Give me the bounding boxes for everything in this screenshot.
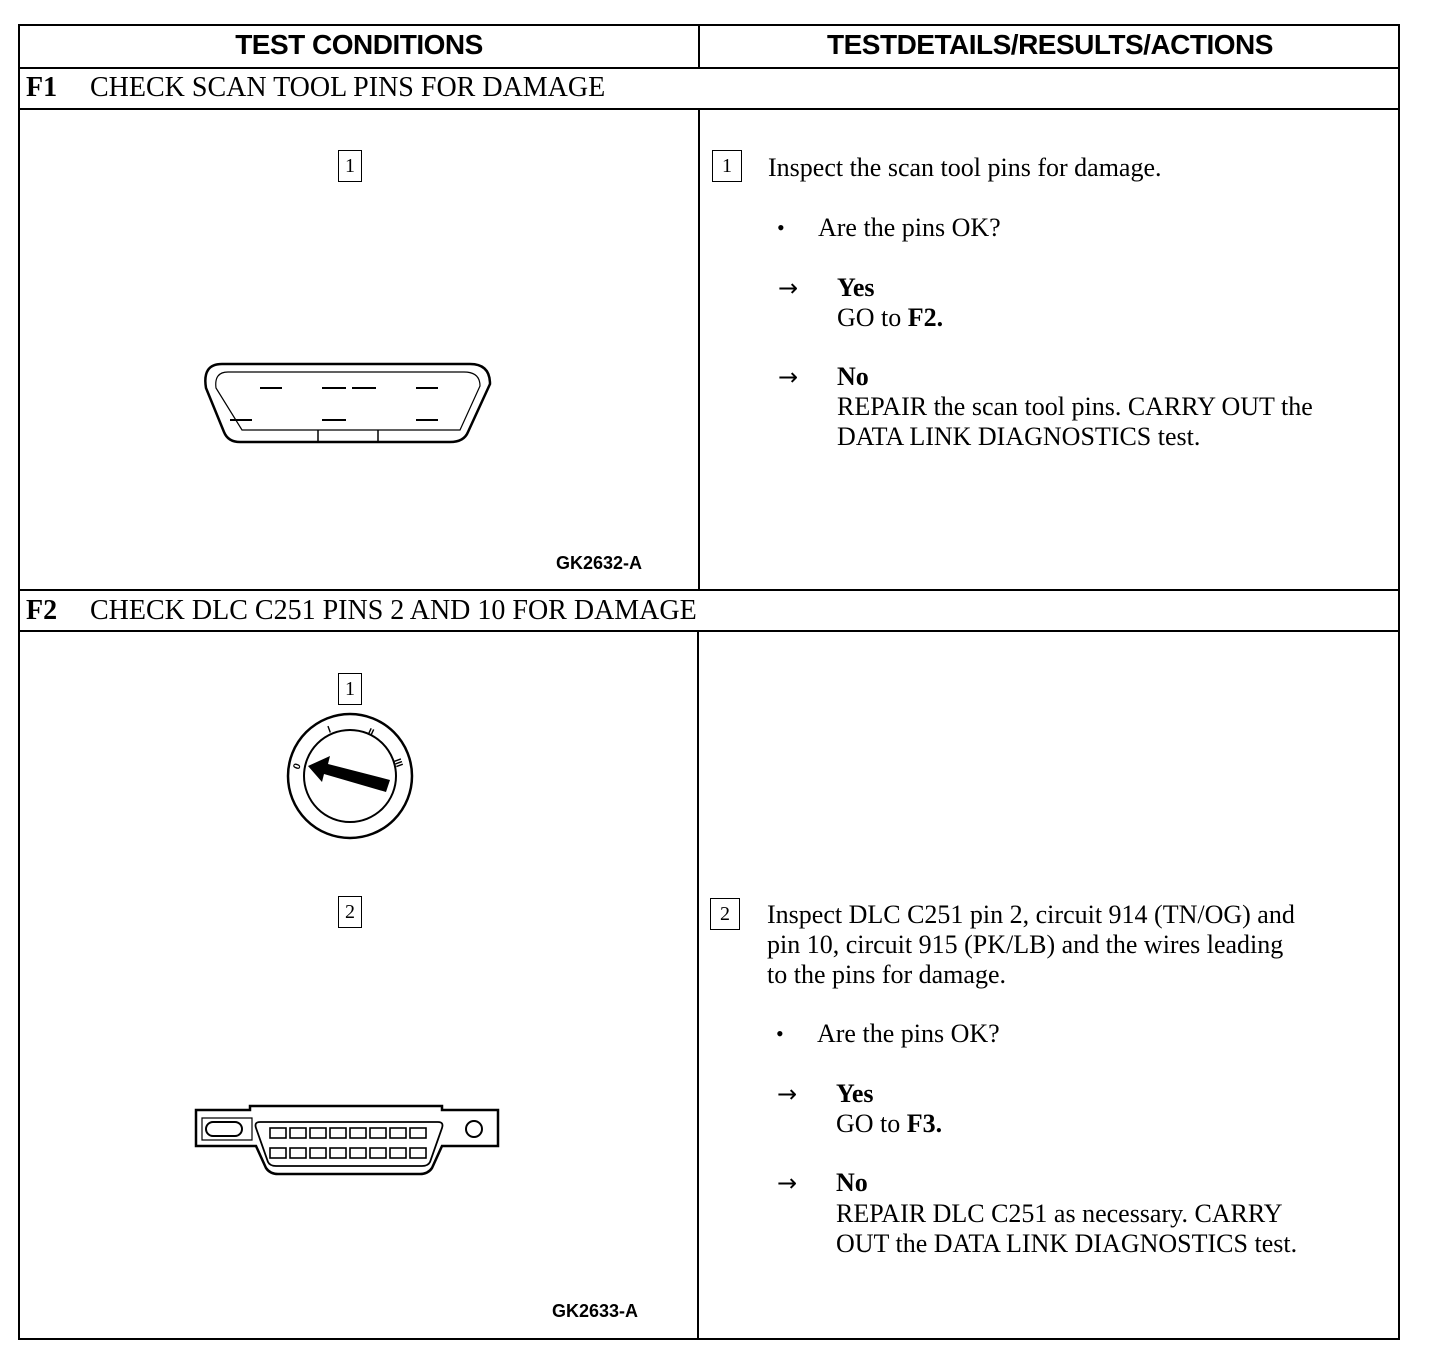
f2-figure-step-1-box: 1 bbox=[338, 673, 362, 705]
f1-no-action-line-1: REPAIR the scan tool pins. CARRY OUT the bbox=[837, 392, 1313, 421]
f2-figure-step-2-box: 2 bbox=[338, 896, 362, 928]
f2-figure-id: GK2633-A bbox=[552, 1301, 639, 1321]
dlc-connector-icon bbox=[194, 1104, 500, 1176]
f2-question-bullet: • bbox=[776, 1021, 784, 1046]
f1-step-1-box: 1 bbox=[712, 150, 742, 182]
f1-bottom-rule bbox=[18, 589, 1400, 591]
ignition-label-start: III bbox=[391, 757, 404, 769]
f1-question: Are the pins OK? bbox=[818, 213, 1001, 242]
section-title-f2: F2 CHECK DLC C251 PINS 2 AND 10 FOR DAMAG… bbox=[26, 595, 697, 627]
column-header-test-details: TESTDETAILS/RESULTS/ACTIONS bbox=[827, 29, 1273, 60]
f2-yes-arrow-icon: → bbox=[777, 1080, 798, 1108]
f1-title-rule bbox=[18, 108, 1400, 110]
f1-figure-step-1-box: 1 bbox=[338, 150, 362, 182]
column-header-test-conditions: TEST CONDITIONS bbox=[235, 29, 483, 60]
f2-no-action-line-1: REPAIR DLC C251 as necessary. CARRY bbox=[836, 1199, 1283, 1228]
f2-yes-action-target: F3. bbox=[906, 1109, 943, 1138]
f1-yes-action: GO to F2. bbox=[837, 303, 943, 333]
f2-step-2-instruction-line-2: pin 10, circuit 915 (PK/LB) and the wire… bbox=[767, 930, 1284, 959]
f1-step-1-instruction: Inspect the scan tool pins for damage. bbox=[768, 153, 1162, 182]
f2-column-divider bbox=[697, 630, 699, 1340]
f2-no-label: No bbox=[836, 1168, 868, 1197]
f2-title-rule bbox=[18, 630, 1400, 632]
ignition-switch-icon: 0 I II III bbox=[286, 712, 414, 840]
header-rule bbox=[18, 67, 1400, 69]
f2-step-2-box: 2 bbox=[710, 898, 740, 930]
ignition-label-run: II bbox=[366, 727, 376, 739]
f2-yes-label: Yes bbox=[836, 1079, 874, 1108]
f1-no-label: No bbox=[837, 362, 869, 391]
f1-figure-id: GK2632-A bbox=[556, 553, 643, 573]
ignition-label-acc: I bbox=[326, 724, 333, 735]
f2-no-arrow-icon: → bbox=[777, 1169, 798, 1197]
f1-yes-arrow-icon: → bbox=[778, 274, 799, 302]
table-frame bbox=[18, 24, 1400, 1340]
f1-yes-action-text: GO to bbox=[837, 303, 908, 332]
f1-no-action-line-2: DATA LINK DIAGNOSTICS test. bbox=[837, 422, 1201, 451]
section-title-text-f2: CHECK DLC C251 PINS 2 AND 10 FOR DAMAGE bbox=[90, 595, 697, 626]
ignition-label-off: 0 bbox=[291, 762, 303, 771]
scan-tool-connector-icon bbox=[204, 362, 492, 444]
section-title-f1: F1 CHECK SCAN TOOL PINS FOR DAMAGE bbox=[26, 72, 605, 104]
header-divider bbox=[698, 24, 700, 68]
f2-yes-action: GO to F3. bbox=[836, 1109, 942, 1139]
f2-no-action-line-2: OUT the DATA LINK DIAGNOSTICS test. bbox=[836, 1229, 1298, 1258]
section-title-text-f1: CHECK SCAN TOOL PINS FOR DAMAGE bbox=[90, 72, 606, 103]
f1-column-divider bbox=[698, 108, 700, 590]
section-id-f1: F1 bbox=[26, 72, 58, 103]
f2-step-2-instruction-line-3: to the pins for damage. bbox=[767, 960, 1006, 989]
f1-question-bullet: • bbox=[777, 215, 785, 240]
f2-yes-action-text: GO to bbox=[836, 1109, 907, 1138]
f2-question: Are the pins OK? bbox=[817, 1019, 1000, 1048]
f2-step-2-instruction-line-1: Inspect DLC C251 pin 2, circuit 914 (TN/… bbox=[767, 900, 1295, 929]
f1-yes-label: Yes bbox=[837, 273, 875, 302]
f1-no-arrow-icon: → bbox=[778, 363, 799, 391]
f1-yes-action-target: F2. bbox=[907, 303, 944, 332]
section-id-f2: F2 bbox=[26, 595, 58, 626]
